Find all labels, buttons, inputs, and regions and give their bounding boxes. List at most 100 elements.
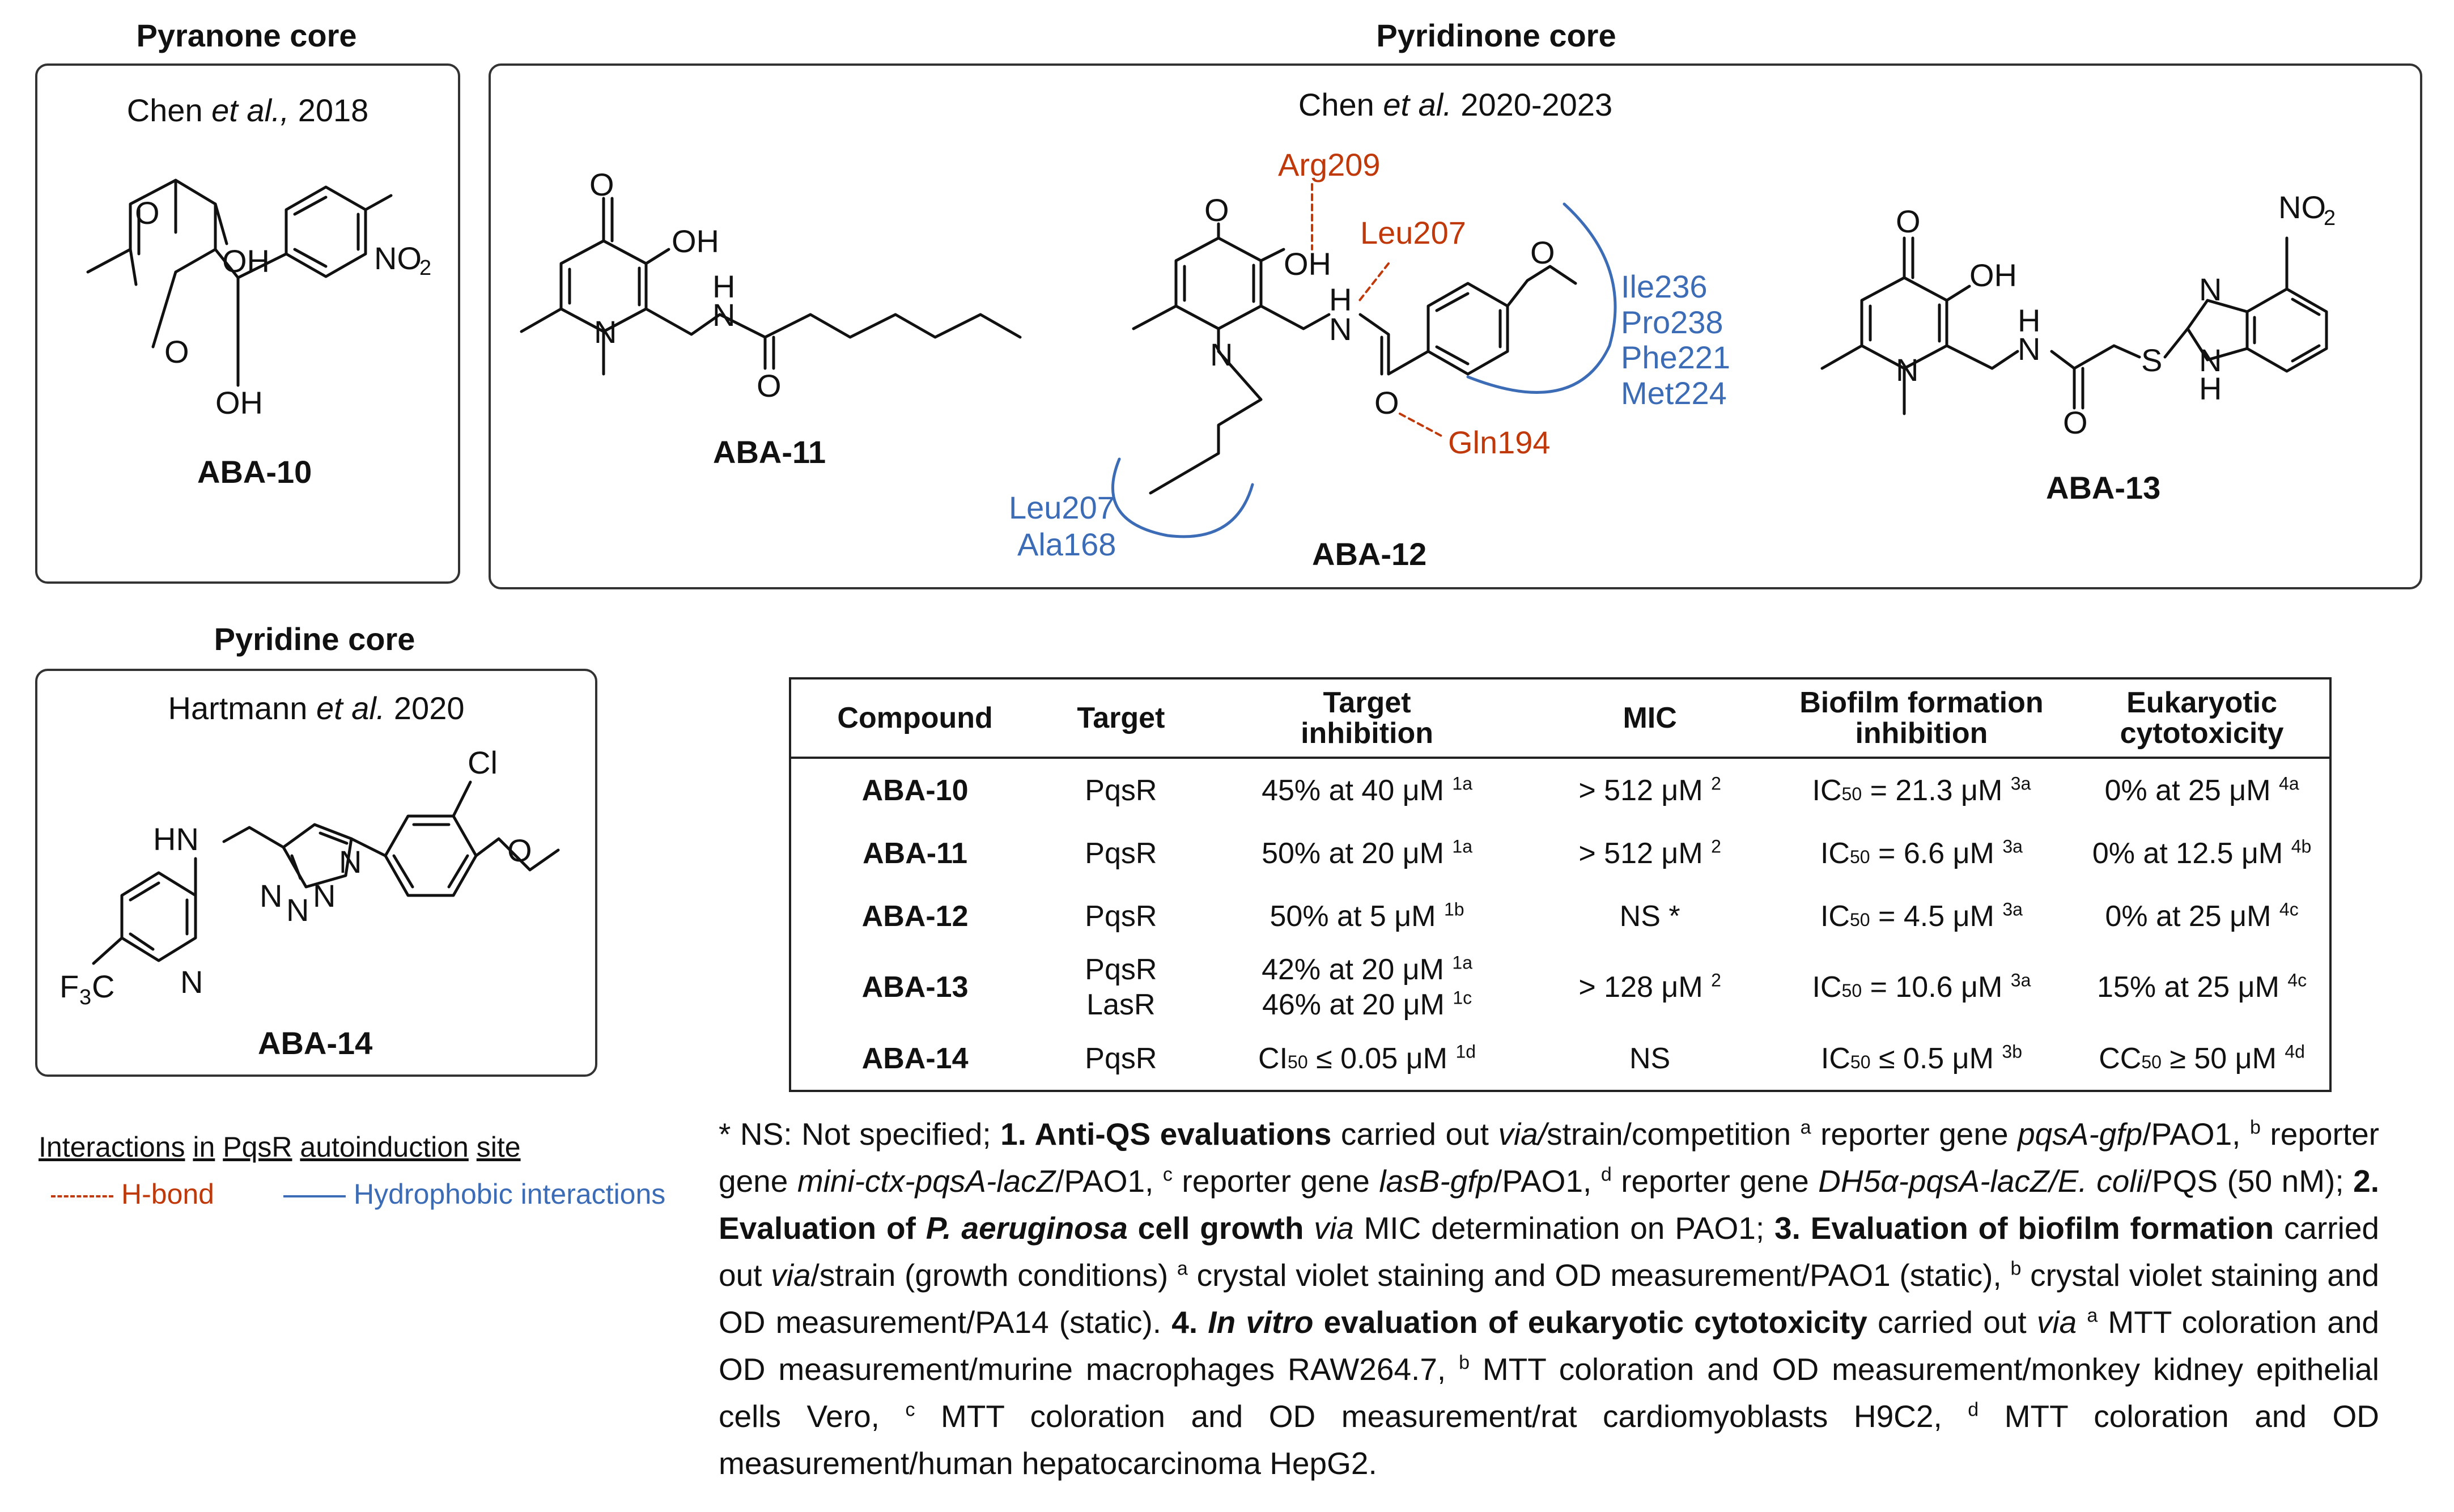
atom-label: N — [712, 297, 735, 333]
cell-value: > 128 μM — [1578, 971, 1703, 1004]
cell-value: PqsR — [1085, 953, 1157, 986]
table-row: ABA-10 PqsR 45% at 40 μM 1a > 512 μM 2 I… — [790, 758, 2330, 822]
atom-label: OH — [222, 243, 270, 279]
panel-pyridinone — [489, 63, 2422, 589]
atom-label: N — [286, 892, 309, 928]
bond — [447, 854, 469, 889]
atom-label: OH — [672, 223, 719, 259]
cell-ref: 1d — [1455, 1041, 1476, 1062]
fn-italic: via — [2036, 1305, 2077, 1340]
cell-biofilm: IC50 = 10.6 μM 3a — [1769, 948, 2074, 1027]
column-header-line: Biofilm formation — [1799, 686, 2044, 719]
cell-prefix: CC — [2099, 1042, 2142, 1075]
cell-ref: 4a — [2279, 773, 2299, 794]
atom-label: NO — [2278, 189, 2326, 225]
fn-bold: 4. — [1171, 1305, 1208, 1340]
cell-target: PqsR — [1085, 1042, 1157, 1075]
column-header-line: Eukaryotic — [2126, 686, 2278, 719]
atom-label: H — [712, 269, 735, 304]
column-header: MIC — [1623, 702, 1677, 734]
atom-label: N — [180, 964, 203, 1000]
compound-label-aba14: ABA-14 — [258, 1025, 373, 1061]
fn-sup: b — [1459, 1352, 1470, 1374]
cell-ref: 1a — [1452, 773, 1473, 794]
cell-value: LasR — [1086, 988, 1156, 1021]
cell-target: PqsR — [1085, 899, 1157, 933]
residue-hydrophobic-label: Met224 — [1621, 375, 1727, 411]
cell-target: PqsR — [1085, 774, 1157, 807]
atom-label: O — [757, 368, 782, 404]
fn-bold-italic: In vitro — [1208, 1305, 1313, 1340]
fn-text: /PAO1, — [2142, 1116, 2250, 1152]
bond — [222, 826, 285, 849]
hbond-line — [1399, 413, 1443, 438]
residue-hbond-label: Gln194 — [1448, 424, 1551, 460]
fn-italic: In vitro — [1208, 1305, 1314, 1340]
cell-value: 46% at 20 μM — [1262, 988, 1445, 1021]
cell-compound: ABA-12 — [861, 899, 969, 933]
fn-italic: P. aeruginosa — [925, 1211, 1128, 1246]
bond — [92, 936, 124, 965]
bond — [290, 854, 302, 880]
bond — [214, 202, 228, 245]
bond — [520, 239, 648, 333]
fn-text — [2077, 1305, 2087, 1340]
cell-ref: 3a — [2002, 899, 2023, 920]
cell-subscript: 50 — [2141, 1051, 2162, 1072]
atom-label: OH — [1284, 246, 1331, 282]
cell-value: 15% at 25 μM — [2097, 971, 2279, 1004]
cell-value: NS — [1629, 1042, 1671, 1075]
cell-value: ≤ 0.05 μM — [1316, 1042, 1447, 1075]
atom-label: N — [1210, 337, 1233, 372]
cell-biofilm: IC50 ≤ 0.5 μM 3b — [1769, 1027, 2074, 1091]
atom-label: N — [1329, 311, 1352, 347]
citation-author: Chen — [126, 92, 203, 128]
cell-value: 42% at 20 μM — [1262, 953, 1444, 986]
residue-hydrophobic-label: Leu207 — [1009, 490, 1115, 525]
legend-title-word: PqsR — [223, 1131, 292, 1163]
residue-hbond-label: Arg209 — [1278, 147, 1381, 182]
fn-text: * NS: Not specified; — [719, 1116, 1001, 1152]
cell-mic: NS * — [1531, 885, 1769, 948]
cell-inhibition: CI50 ≤ 0.05 μM 1d — [1203, 1027, 1531, 1091]
residue-hydrophobic-label: Ile236 — [1621, 269, 1708, 304]
atom-label: N — [2018, 331, 2040, 367]
fn-sup: b — [2010, 1258, 2022, 1280]
atom-label: O — [507, 833, 532, 868]
bond — [214, 248, 240, 279]
fn-sup: d — [1968, 1399, 1979, 1421]
cell-value: 50% at 20 μM — [1262, 836, 1444, 870]
bond — [319, 831, 349, 845]
cell-subscript: 50 — [1288, 1051, 1308, 1072]
atom-label: O — [1530, 235, 1555, 270]
compound-label-aba12: ABA-12 — [1312, 536, 1427, 572]
atom-label: OH — [215, 385, 263, 421]
fn-sup: c — [905, 1399, 915, 1421]
bond — [2163, 327, 2189, 359]
atom-label: O — [1374, 385, 1399, 421]
cell-ref: 3a — [2010, 970, 2031, 991]
compound-label-aba10: ABA-10 — [197, 454, 312, 490]
cell-prefix: CI — [1258, 1042, 1288, 1075]
fn-text: /strain (growth conditions) — [810, 1258, 1177, 1293]
atom-label: O — [164, 334, 189, 369]
table-row: ABA-14 PqsR CI50 ≤ 0.05 μM 1d NS IC50 ≤ … — [790, 1027, 2330, 1091]
benzene-ring — [384, 814, 478, 897]
bond — [2291, 344, 2321, 363]
compound-label-aba13: ABA-13 — [2046, 470, 2161, 506]
atom-label: OH — [1969, 257, 2017, 293]
cell-ref: 4c — [2287, 970, 2307, 991]
cell-subscript: 50 — [1849, 909, 1870, 930]
residue-hbond-label: Leu207 — [1360, 215, 1466, 250]
fn-text: strain/competition — [1547, 1116, 1801, 1152]
bond — [1132, 236, 1263, 330]
cell-biofilm: IC50 = 4.5 μM 3a — [1769, 885, 2074, 948]
header-pyranone-core: Pyranone core — [136, 18, 357, 53]
cell-subscript: 50 — [1841, 980, 1862, 1001]
fn-italic: via — [771, 1258, 811, 1293]
bond — [1945, 284, 1971, 302]
